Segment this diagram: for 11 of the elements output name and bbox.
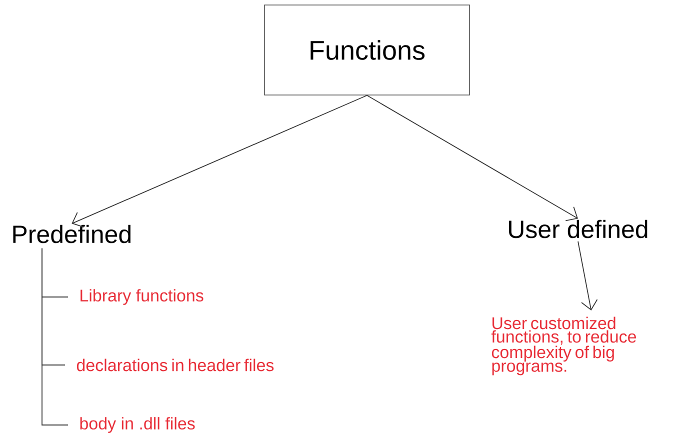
tree-line xyxy=(42,248,68,426)
category-label: User defined xyxy=(509,220,648,238)
title-box: Functions xyxy=(264,4,470,96)
item-text: Library functions xyxy=(80,289,204,305)
item-text: declarations in header files xyxy=(76,358,274,372)
arrow xyxy=(366,94,578,222)
description-text: User customized functions, to reduce complexity of big programs. xyxy=(491,316,636,376)
item-text: body in .dll files xyxy=(80,417,195,433)
arrow xyxy=(72,94,368,228)
category-label: Predefined xyxy=(13,224,130,244)
arrow xyxy=(578,240,598,311)
